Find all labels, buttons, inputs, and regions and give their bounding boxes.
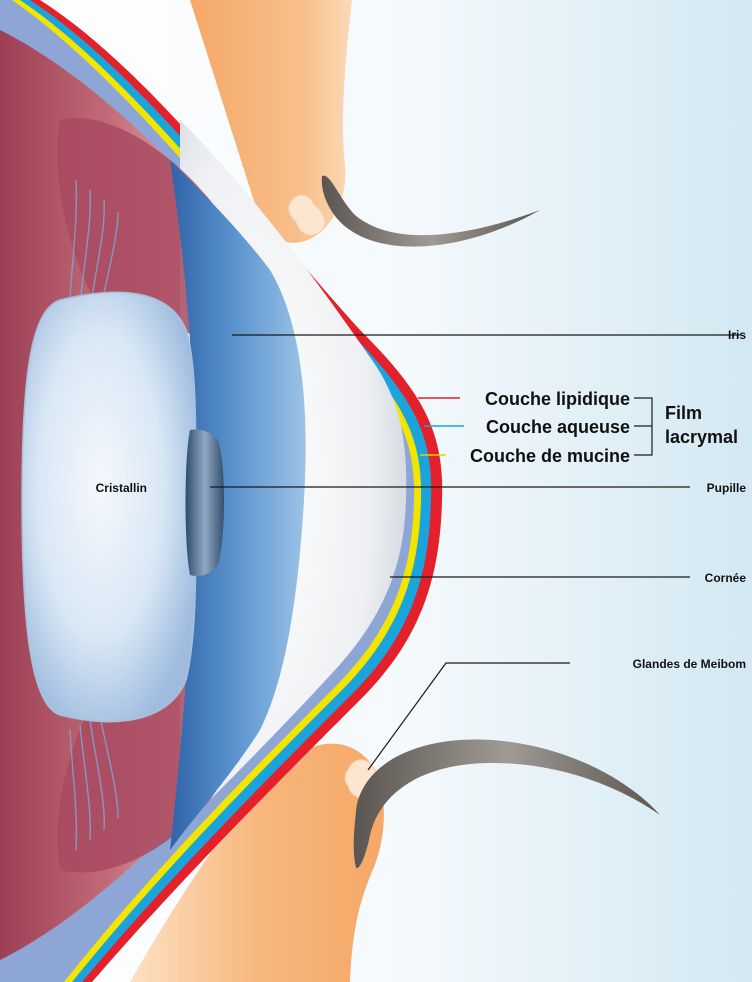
pupil: [186, 429, 225, 575]
label-glandes-de-meibom: Glandes de Meibom: [633, 657, 746, 671]
label-couche-lipidique: Couche lipidique: [485, 389, 630, 409]
label-couche-de-mucine: Couche de mucine: [470, 446, 630, 466]
label-lacrymal: lacrymal: [665, 427, 738, 447]
label-iris: Iris: [728, 328, 746, 342]
label-film: Film: [665, 403, 702, 423]
lens: [22, 292, 196, 721]
label-pupille: Pupille: [707, 481, 747, 495]
label-cristallin: Cristallin: [96, 481, 147, 495]
label-couche-aqueuse: Couche aqueuse: [486, 417, 630, 437]
label-cornee: Cornée: [705, 571, 747, 585]
